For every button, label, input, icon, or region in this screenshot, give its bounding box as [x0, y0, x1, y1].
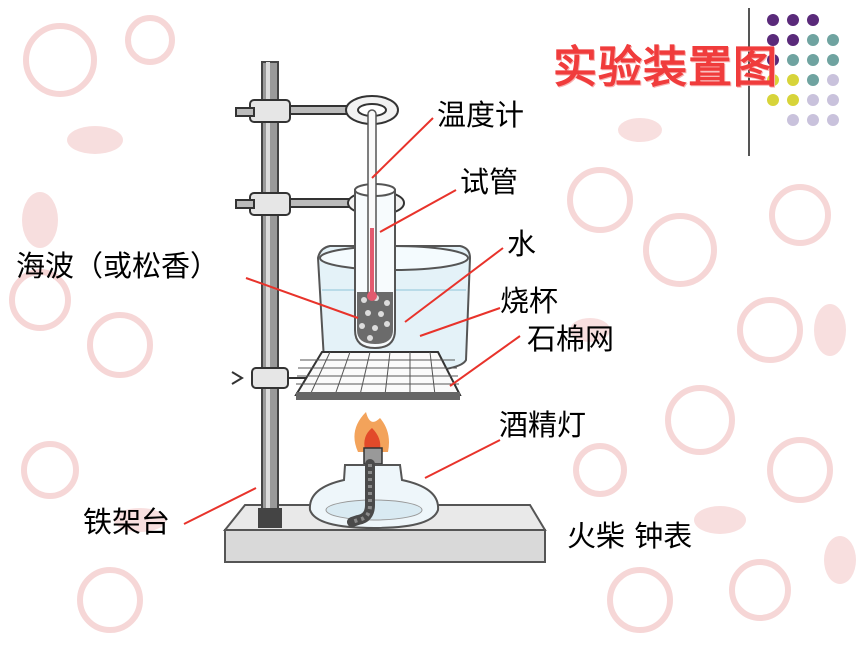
label-iron-stand: 铁架台: [83, 505, 171, 539]
asbestos-net: [294, 351, 462, 400]
label-matches-clock: 火柴 钟表: [567, 519, 693, 553]
leader-thermometer: [371, 117, 434, 179]
label-asbestos-net: 石棉网: [527, 322, 615, 356]
leader-lines: [183, 117, 521, 525]
leader-asbestos-net: [449, 335, 521, 387]
title-divider: [748, 8, 750, 156]
leader-water: [404, 247, 504, 323]
thermometer: [367, 109, 377, 301]
label-alcohol-lamp: 酒精灯: [499, 408, 587, 442]
label-beaker: 烧杯: [500, 284, 559, 318]
leader-test-tube: [379, 189, 457, 233]
label-seaweed: 海波（或松香）: [16, 249, 220, 283]
page-title: 实验装置图: [553, 42, 778, 93]
flame: [354, 412, 389, 452]
leader-iron-stand: [183, 487, 257, 525]
leader-beaker: [419, 307, 501, 337]
decorative-dot-grid: [767, 14, 839, 126]
alcohol-lamp: [308, 447, 440, 530]
label-thermometer: 温度计: [437, 98, 525, 132]
leader-alcohol-lamp: [424, 439, 501, 479]
label-water: 水: [507, 227, 537, 261]
label-test-tube: 试管: [460, 165, 519, 199]
iron-stand-rod: [258, 61, 282, 528]
ring-clamp: [231, 367, 315, 389]
leader-seaweed: [245, 277, 359, 319]
